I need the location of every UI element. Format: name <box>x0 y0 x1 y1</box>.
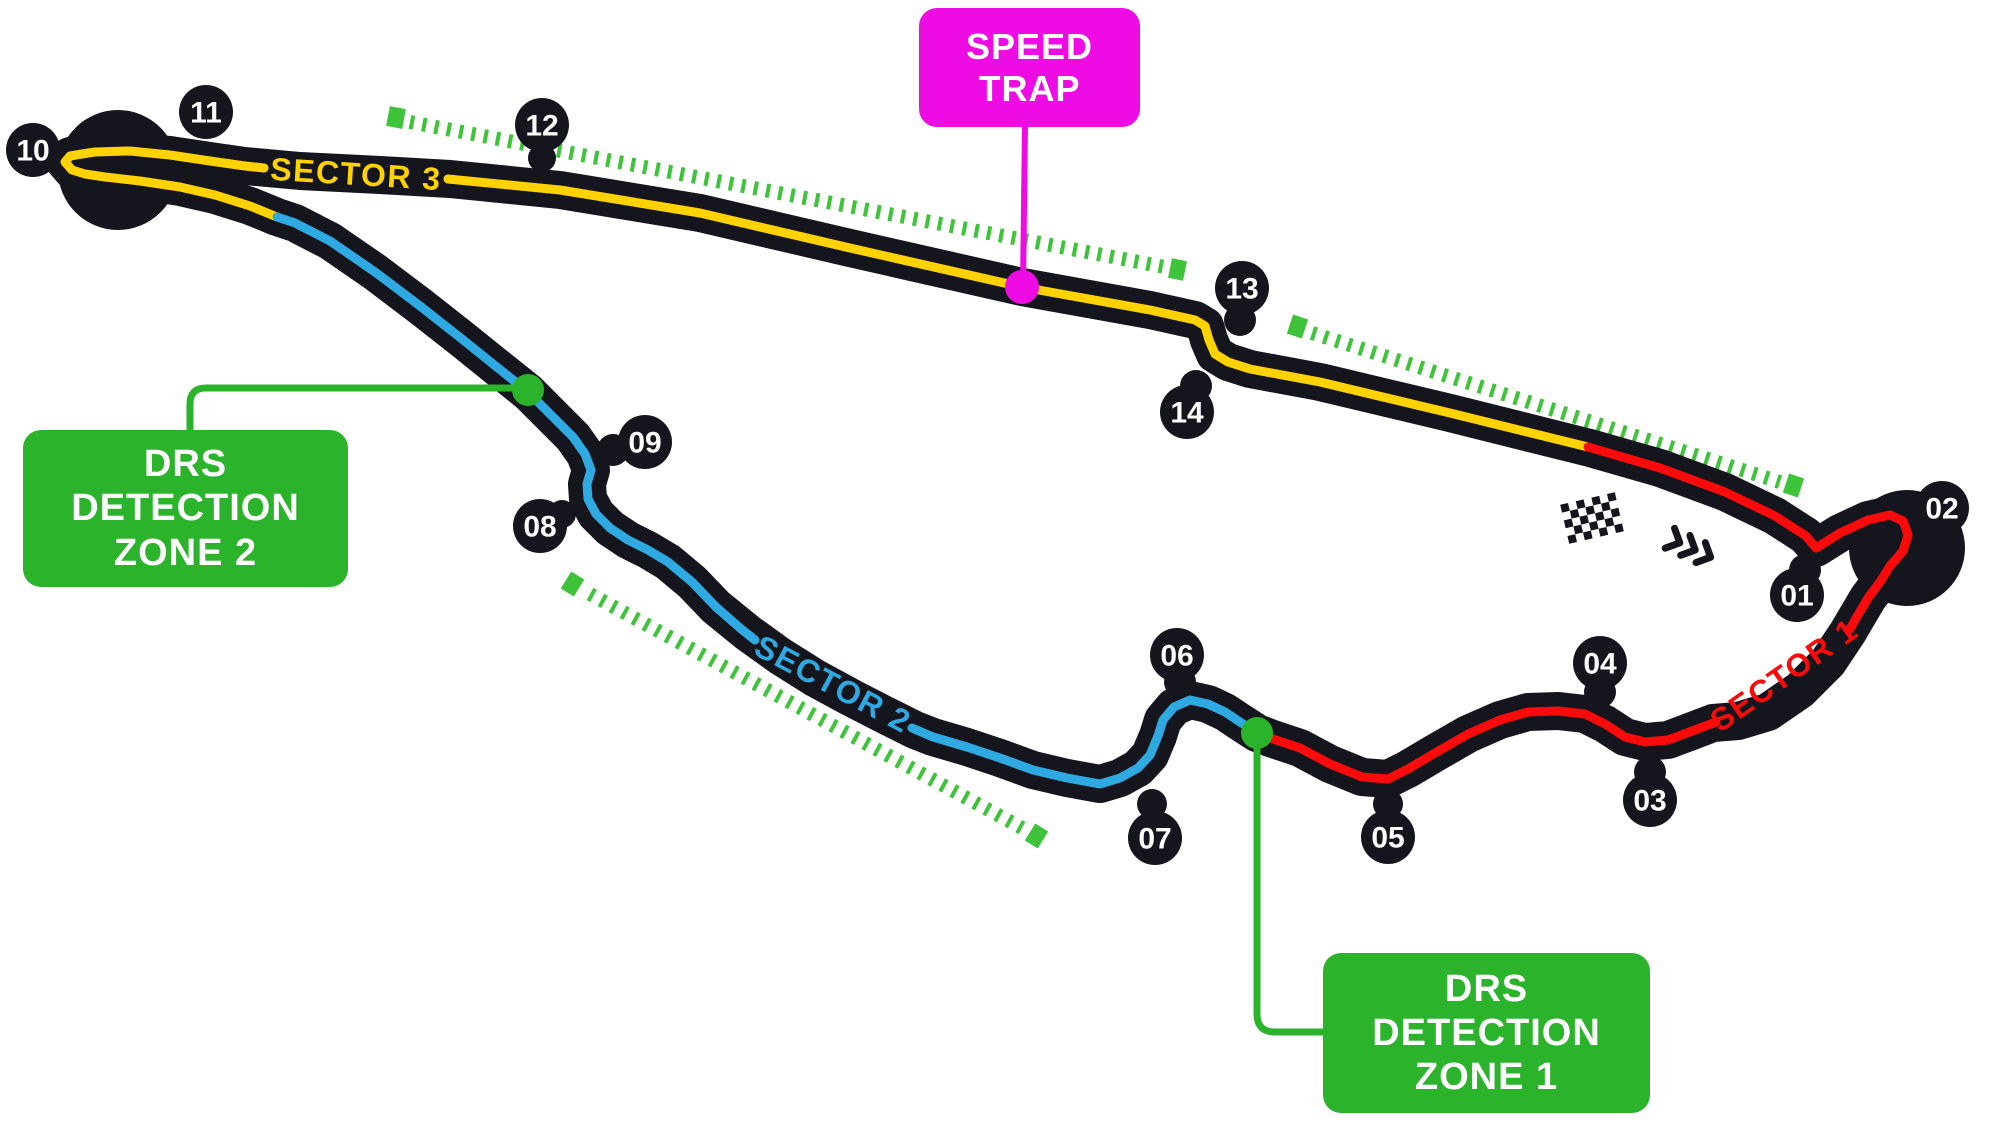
turn-marker-07-label: 07 <box>1138 823 1171 856</box>
turn-marker-08: 08 <box>513 499 567 553</box>
turn-marker-09-label: 09 <box>628 427 661 460</box>
sector2-line-diagonal <box>272 212 760 645</box>
turn-marker-14-label: 14 <box>1170 397 1204 430</box>
drs1-pointer-line <box>1253 740 1323 1036</box>
turn-marker-13-label: 13 <box>1225 273 1258 306</box>
turn-marker-02: 02 <box>1915 481 1969 535</box>
sector1-line-bottom <box>1252 706 1721 784</box>
turn-marker-02-label: 02 <box>1925 493 1958 526</box>
checkered-flag-icon <box>1560 492 1624 544</box>
turn-marker-12-label: 12 <box>525 110 558 143</box>
turn-marker-07: 07 <box>1128 811 1182 865</box>
turn-marker-05: 05 <box>1361 810 1415 864</box>
drs-zone-dashes-finish-straight <box>1286 314 1805 498</box>
sector3-line-straight <box>443 174 1593 452</box>
turn-marker-12: 12 <box>515 98 569 152</box>
turn-marker-10: 10 <box>6 123 60 177</box>
drs-detection-zone-2-label: DRS DETECTION ZONE 2 <box>23 430 348 587</box>
direction-chevrons-icon <box>1661 524 1715 567</box>
drs-zone1-label-line1: DRS <box>1444 967 1529 1010</box>
turn-marker-13: 13 <box>1215 261 1269 315</box>
turn-marker-11-label: 11 <box>190 97 222 130</box>
turn-marker-05-label: 05 <box>1371 822 1404 855</box>
drs-detection-dot-1 <box>1241 717 1273 749</box>
turn-marker-09: 09 <box>618 415 672 469</box>
drs-zone2-label-line2: DETECTION <box>71 487 300 530</box>
turn-marker-04: 04 <box>1573 636 1627 690</box>
drs-zone2-label-line3: ZONE 2 <box>113 531 258 574</box>
turn-marker-06: 06 <box>1150 628 1204 682</box>
turn-marker-06-label: 06 <box>1160 640 1193 673</box>
speed-trap-label-line1: SPEED <box>965 25 1094 67</box>
turn-marker-03-label: 03 <box>1633 785 1666 818</box>
drs2-pointer-line <box>186 384 520 430</box>
speed-trap-dot <box>1005 270 1039 304</box>
turn-marker-03: 03 <box>1623 773 1677 827</box>
sector2-line-bottom <box>907 695 1262 789</box>
turn-marker-10-label: 10 <box>16 135 49 168</box>
turn-marker-01: 01 <box>1770 568 1824 622</box>
drs-detection-zone-1-label: DRS DETECTION ZONE 1 <box>1323 953 1650 1113</box>
sector3-line-hairpin <box>60 146 282 222</box>
turn-marker-01-label: 01 <box>1780 580 1813 613</box>
turn-marker-11: 11 <box>179 85 233 139</box>
turn-marker-04-label: 04 <box>1583 648 1617 681</box>
drs-zone1-label-line2: DETECTION <box>1372 1011 1601 1054</box>
drs-zone1-label-line3: ZONE 1 <box>1414 1056 1559 1099</box>
sector3-label: SECTOR 3 <box>269 151 442 197</box>
drs-zone-dashes-back-sweep <box>560 571 1049 849</box>
turn-marker-08-label: 08 <box>523 511 556 544</box>
speed-trap-label: SPEED TRAP <box>919 8 1140 127</box>
speed-trap-pointer-line <box>1020 124 1028 288</box>
drs-zone2-label-line1: DRS <box>143 443 228 486</box>
sector1-line-start <box>1583 442 1913 634</box>
turn-marker-14: 14 <box>1160 385 1214 439</box>
drs-detection-dot-2 <box>512 374 544 406</box>
turn-markers: 01 02 03 04 05 06 <box>6 85 1969 865</box>
speed-trap-label-line2: TRAP <box>978 67 1081 109</box>
